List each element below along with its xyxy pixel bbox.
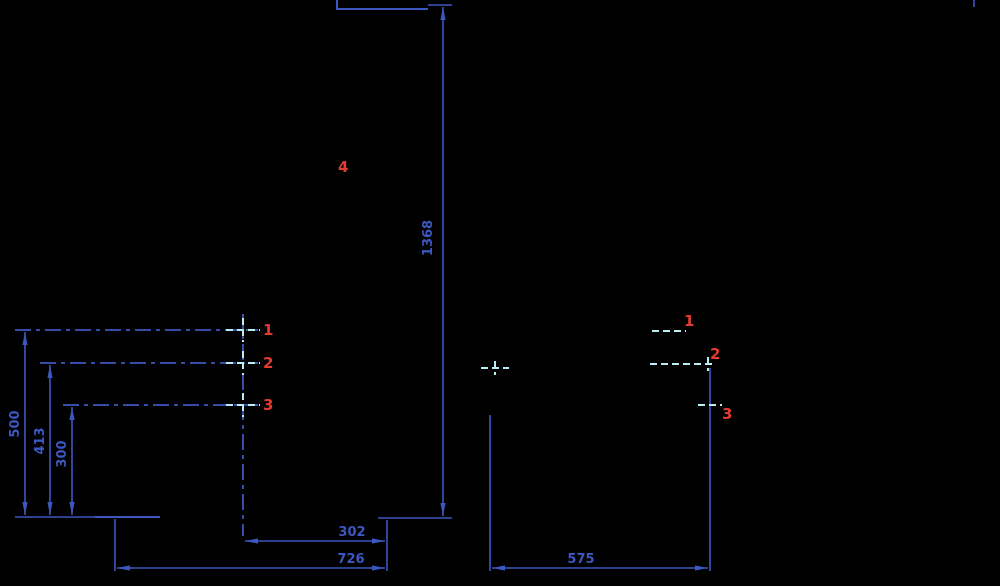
dimension-text-hole1-height: 500 (8, 410, 23, 437)
side-label-1: 1 (684, 312, 694, 330)
side-view: 575 1 2 3 (481, 312, 732, 571)
dimension-text-total-height: 1368 (421, 220, 436, 256)
dimension-text-side-depth: 575 (567, 552, 594, 567)
dimension-text-base-width: 726 (337, 552, 364, 567)
part-label-2: 2 (263, 354, 273, 372)
part-label-4: 4 (338, 158, 348, 176)
side-label-2: 2 (710, 345, 720, 363)
part-label-1: 1 (263, 321, 273, 339)
dimension-text-hole3-height: 300 (55, 440, 70, 467)
part-label-3: 3 (263, 396, 273, 414)
front-view: 1368 500 413 300 302 726 1 2 3 4 (8, 0, 452, 571)
object-top-edge (336, 0, 428, 10)
dimension-text-offset-width: 302 (338, 525, 365, 540)
dimension-text-hole2-height: 413 (33, 427, 48, 454)
side-label-3: 3 (722, 405, 732, 423)
